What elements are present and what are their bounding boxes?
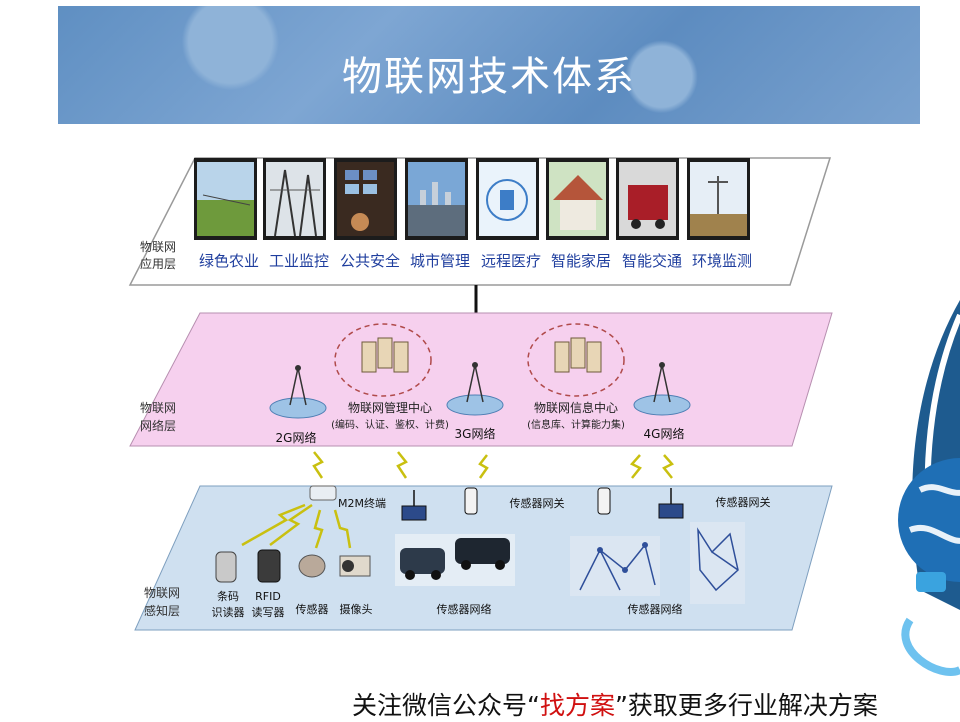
sensor-icon (298, 554, 326, 578)
rfid-reader-label-1: RFID (255, 590, 281, 603)
app-label-public-safety: 公共安全 (340, 252, 400, 270)
app-label-environment: 环境监测 (692, 252, 752, 270)
barcode-reader-icon (215, 551, 237, 583)
sensor-label: 传感器 (296, 603, 329, 616)
info-center-label: 物联网信息中心 (534, 400, 618, 415)
application-layer-label-2: 应用层 (140, 256, 176, 271)
vehicle-network-image (395, 534, 515, 586)
wireless-links (241, 451, 675, 549)
sensor-mesh-image-2 (690, 522, 745, 604)
net-label-4g: 4G网络 (644, 426, 685, 441)
app-image-public-safety (334, 158, 397, 240)
mgmt-center-sub-label: (编码、认证、鉴权、计费) (331, 418, 449, 431)
wireless-link-4g-right (662, 454, 675, 479)
gateway-router-icon-2 (658, 488, 684, 519)
app-image-city (405, 158, 468, 240)
wireless-link-camera (333, 509, 352, 549)
wireless-link-3g-left (396, 451, 408, 479)
camera-label: 摄像头 (340, 602, 373, 616)
app-image-smart-traffic (616, 158, 679, 240)
network-layer-label-2: 网络层 (140, 418, 176, 433)
sensor-network-label-1: 传感器网络 (437, 602, 492, 616)
app-label-agriculture: 绿色农业 (199, 252, 259, 270)
application-images (194, 158, 750, 240)
wireless-link-2g (312, 451, 324, 479)
sensor-mesh-image-1 (570, 536, 660, 596)
rfid-reader-label-2: 读写器 (252, 605, 285, 619)
sensor-gateway-label-2: 传感器网关 (716, 495, 771, 509)
net-label-2g: 2G网络 (276, 430, 317, 445)
barcode-reader-label-2: 识读器 (212, 605, 245, 619)
rfid-reader-icon (257, 549, 281, 583)
footer-caption-prefix: 关注微信公众号“ (352, 691, 540, 720)
sensor-gateway-label-1: 传感器网关 (510, 496, 565, 510)
app-image-medical (476, 158, 539, 240)
gateway-phone-icon-2 (597, 487, 611, 515)
globe-decoration (898, 300, 960, 676)
footer-caption: 关注微信公众号“找方案”获取更多行业解决方案 (352, 686, 878, 722)
mgmt-center-label: 物联网管理中心 (348, 400, 432, 415)
camera-icon (339, 555, 371, 577)
barcode-reader-label-1: 条码 (217, 589, 239, 603)
info-center-servers (527, 323, 625, 397)
network-layer-label-1: 物联网 (140, 401, 176, 415)
mgmt-center-servers (334, 323, 432, 397)
gateway-phone-icon-1 (464, 487, 478, 515)
perception-layer-label-2: 感知层 (144, 603, 180, 618)
app-image-environment (687, 158, 750, 240)
gateway-router-icon-1 (401, 490, 427, 521)
app-label-industrial: 工业监控 (269, 252, 329, 270)
app-label-smart-home: 智能家居 (551, 252, 611, 270)
application-item-labels: 绿色农业 工业监控 公共安全 城市管理 远程医疗 智能家居 智能交通 环境监测 (199, 252, 752, 270)
app-label-city: 城市管理 (410, 252, 470, 270)
footer-caption-suffix: ”获取更多行业解决方案 (614, 691, 878, 720)
wireless-link-barcode (241, 503, 306, 547)
app-label-smart-traffic: 智能交通 (622, 252, 682, 270)
app-image-industrial (263, 158, 326, 240)
title-banner: 物联网技术体系 (58, 6, 920, 124)
m2m-terminal-icon (309, 485, 337, 501)
wireless-link-4g-left (629, 454, 642, 479)
wireless-link-sensor (313, 509, 324, 549)
m2m-terminal-label: M2M终端 (338, 496, 386, 510)
app-label-medical: 远程医疗 (481, 252, 541, 270)
sensor-network-label-2: 传感器网络 (628, 602, 683, 616)
tower-icon-3g (446, 362, 504, 416)
page-title: 物联网技术体系 (342, 54, 636, 100)
wireless-link-rfid (269, 503, 313, 546)
tower-icon-4g (633, 362, 691, 416)
application-layer-label-1: 物联网 (140, 240, 176, 254)
info-center-sub-label: (信息库、计算能力集) (527, 418, 625, 431)
wireless-link-3g-right (478, 454, 489, 479)
footer-caption-highlight: 找方案 (539, 691, 615, 720)
net-label-3g: 3G网络 (455, 426, 496, 441)
app-image-agriculture (194, 158, 257, 240)
tower-icon-2g (269, 365, 327, 419)
app-image-smart-home (546, 158, 609, 240)
perception-layer-label-1: 物联网 (144, 586, 180, 600)
